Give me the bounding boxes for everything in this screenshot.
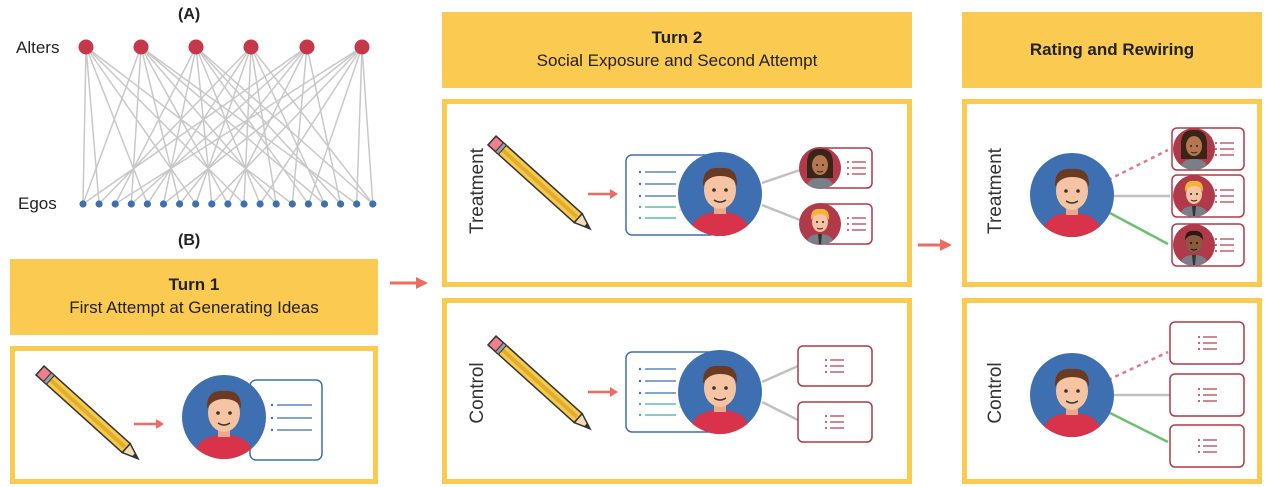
turn1-to-turn2-arrow-icon <box>390 277 428 289</box>
network-edge <box>140 46 277 205</box>
network-edge <box>85 46 245 205</box>
network-edge <box>114 46 197 205</box>
alter-node <box>78 39 94 55</box>
turn2-subtitle: Social Exposure and Second Attempt <box>536 51 818 70</box>
network-edge <box>361 46 374 205</box>
ego-node <box>224 200 232 208</box>
ego-node <box>176 200 184 208</box>
network-edge <box>82 46 308 205</box>
network-edge <box>291 46 308 205</box>
network-edge <box>195 46 213 205</box>
network-edge <box>146 46 252 205</box>
alters-label: Alters <box>16 38 60 57</box>
network-edge <box>162 46 197 205</box>
rating-treatment-panel <box>962 99 1262 287</box>
rating-control-label: Control <box>985 362 1006 424</box>
rating-title: Rating and Rewiring <box>1029 39 1195 59</box>
ego-node <box>256 200 264 208</box>
turn2-to-rating-arrow-icon <box>918 239 952 251</box>
part-b-label: (B) <box>178 232 201 249</box>
ego-node <box>369 200 377 208</box>
rating-banner: Rating and Rewiring <box>962 12 1262 88</box>
ego-node <box>111 200 119 208</box>
network-edge <box>140 46 358 205</box>
turn2-treatment-label: Treatment <box>467 148 488 234</box>
network-edge <box>179 46 308 205</box>
turn2-banner: Turn 2 Social Exposure and Second Attemp… <box>442 12 912 88</box>
network-edge <box>195 46 261 205</box>
network-edge <box>195 46 310 205</box>
ego-node <box>240 200 248 208</box>
network-edge <box>355 46 363 205</box>
network-edge <box>227 46 308 205</box>
ego-node <box>304 200 312 208</box>
network-edge <box>130 46 142 205</box>
alter-node <box>188 39 204 55</box>
network-edge <box>130 46 308 205</box>
turn1-panel <box>10 346 378 484</box>
ego-node <box>272 200 280 208</box>
alter-node <box>243 39 259 55</box>
ego-node <box>337 200 345 208</box>
network-edge <box>243 46 252 205</box>
rating-treatment-label: Treatment <box>985 148 1006 234</box>
network-edge <box>82 46 87 205</box>
ego-node <box>95 200 103 208</box>
ego-node <box>208 200 216 208</box>
network-edge <box>140 46 229 205</box>
ego-node <box>192 200 200 208</box>
network-edge <box>259 46 363 205</box>
egos-label: Egos <box>18 194 57 213</box>
network-edge <box>211 46 363 205</box>
alter-node <box>354 39 370 55</box>
alter-node <box>299 39 315 55</box>
turn1-title: Turn 1 <box>168 275 220 295</box>
ego-node <box>127 200 135 208</box>
ego-node <box>320 200 329 208</box>
turn1-banner: Turn 1 First Attempt at Generating Ideas <box>10 259 378 335</box>
network-edge <box>85 46 197 205</box>
network-edge <box>82 46 142 205</box>
part-a-label: (A) <box>178 6 201 23</box>
ego-node <box>288 200 296 208</box>
network-edge <box>194 46 252 205</box>
network-edge <box>140 46 181 205</box>
network-edge <box>114 46 363 205</box>
turn2-control-label: Control <box>467 362 488 424</box>
turn2-title: Turn 2 <box>651 28 703 48</box>
network-edge <box>85 46 100 205</box>
rating-control-panel <box>962 298 1262 484</box>
ego-node <box>143 200 151 208</box>
ego-node <box>79 200 87 208</box>
turn1-subtitle: First Attempt at Generating Ideas <box>69 298 319 317</box>
bipartite-network <box>78 39 377 208</box>
ego-node <box>353 200 361 208</box>
network-edge <box>306 46 342 205</box>
network-edge <box>85 46 149 205</box>
network-edge <box>98 46 252 205</box>
alter-node <box>133 39 149 55</box>
network-edge <box>85 46 293 205</box>
turn2-control-panel <box>442 298 912 484</box>
network-edge <box>140 46 325 205</box>
network-edge <box>163 46 363 205</box>
turn2-treatment-panel <box>442 99 912 287</box>
ego-node <box>159 200 168 208</box>
network-edge <box>195 46 342 205</box>
network-edge <box>307 46 363 205</box>
